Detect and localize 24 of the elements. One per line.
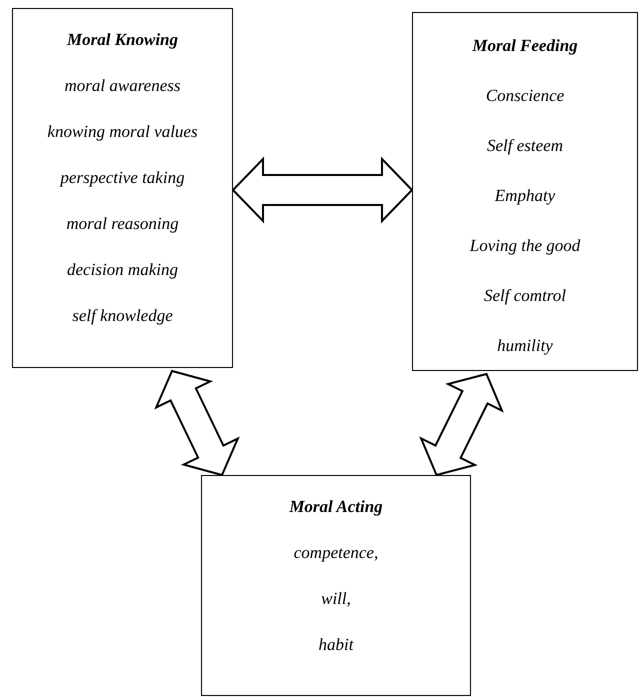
- double-block-arrow: [154, 370, 240, 476]
- box-item: Emphaty: [494, 185, 556, 207]
- box-item: Conscience: [486, 85, 564, 107]
- box-item: perspective taking: [60, 167, 185, 189]
- box-item: Self comtrol: [484, 285, 566, 307]
- box-item: humility: [497, 335, 553, 357]
- box-item: Self esteem: [487, 135, 563, 157]
- box-heading: Moral Feeding: [472, 35, 578, 57]
- box-item: will,: [321, 588, 351, 610]
- concept-box: [201, 475, 471, 696]
- box-heading: Moral Acting: [289, 496, 383, 518]
- double-block-arrow: [232, 156, 414, 224]
- box-item: knowing moral values: [47, 121, 198, 143]
- box-item: moral awareness: [64, 75, 180, 97]
- box-item: habit: [318, 634, 354, 656]
- concept-box: [12, 8, 233, 368]
- concept-box: [412, 12, 638, 371]
- box-heading: Moral Knowing: [66, 29, 178, 51]
- box-item: moral reasoning: [66, 213, 179, 235]
- double-block-arrow: [419, 372, 504, 476]
- box-item: Loving the good: [470, 235, 580, 257]
- box-item: decision making: [67, 259, 178, 281]
- box-item: self knowledge: [72, 305, 173, 327]
- box-item: competence,: [294, 542, 378, 564]
